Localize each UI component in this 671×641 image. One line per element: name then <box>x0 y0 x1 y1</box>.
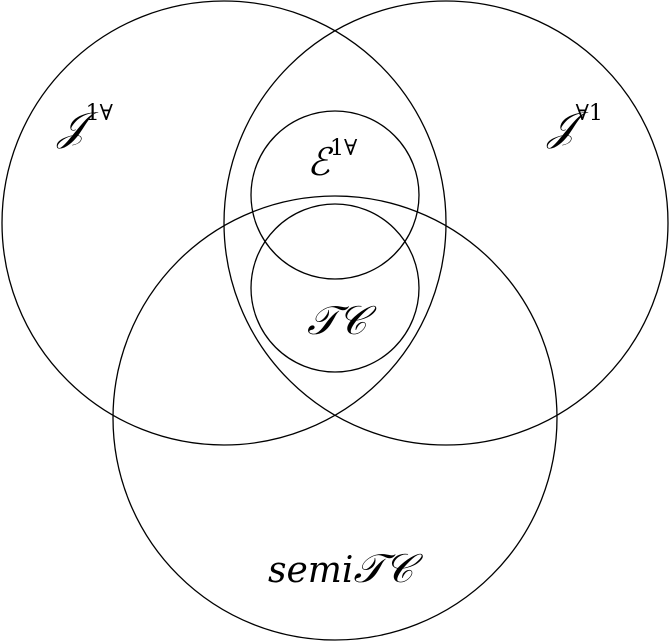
label-j-forall-1: 𝒥∀1 <box>546 101 603 150</box>
circle-tc <box>250 203 420 373</box>
circle-semi-tc <box>112 195 558 641</box>
label-j-1-forall: 𝒥1∀ <box>56 101 114 150</box>
label-semi-tc: semi𝒯𝒞 <box>268 546 423 592</box>
circle-j-forall-1 <box>223 0 669 446</box>
label-tc: 𝒯𝒞 <box>307 298 377 344</box>
label-e-1-forall: ℰ1∀ <box>307 136 358 184</box>
circle-e-1-forall <box>250 110 420 280</box>
circle-j-1-forall <box>1 0 447 446</box>
